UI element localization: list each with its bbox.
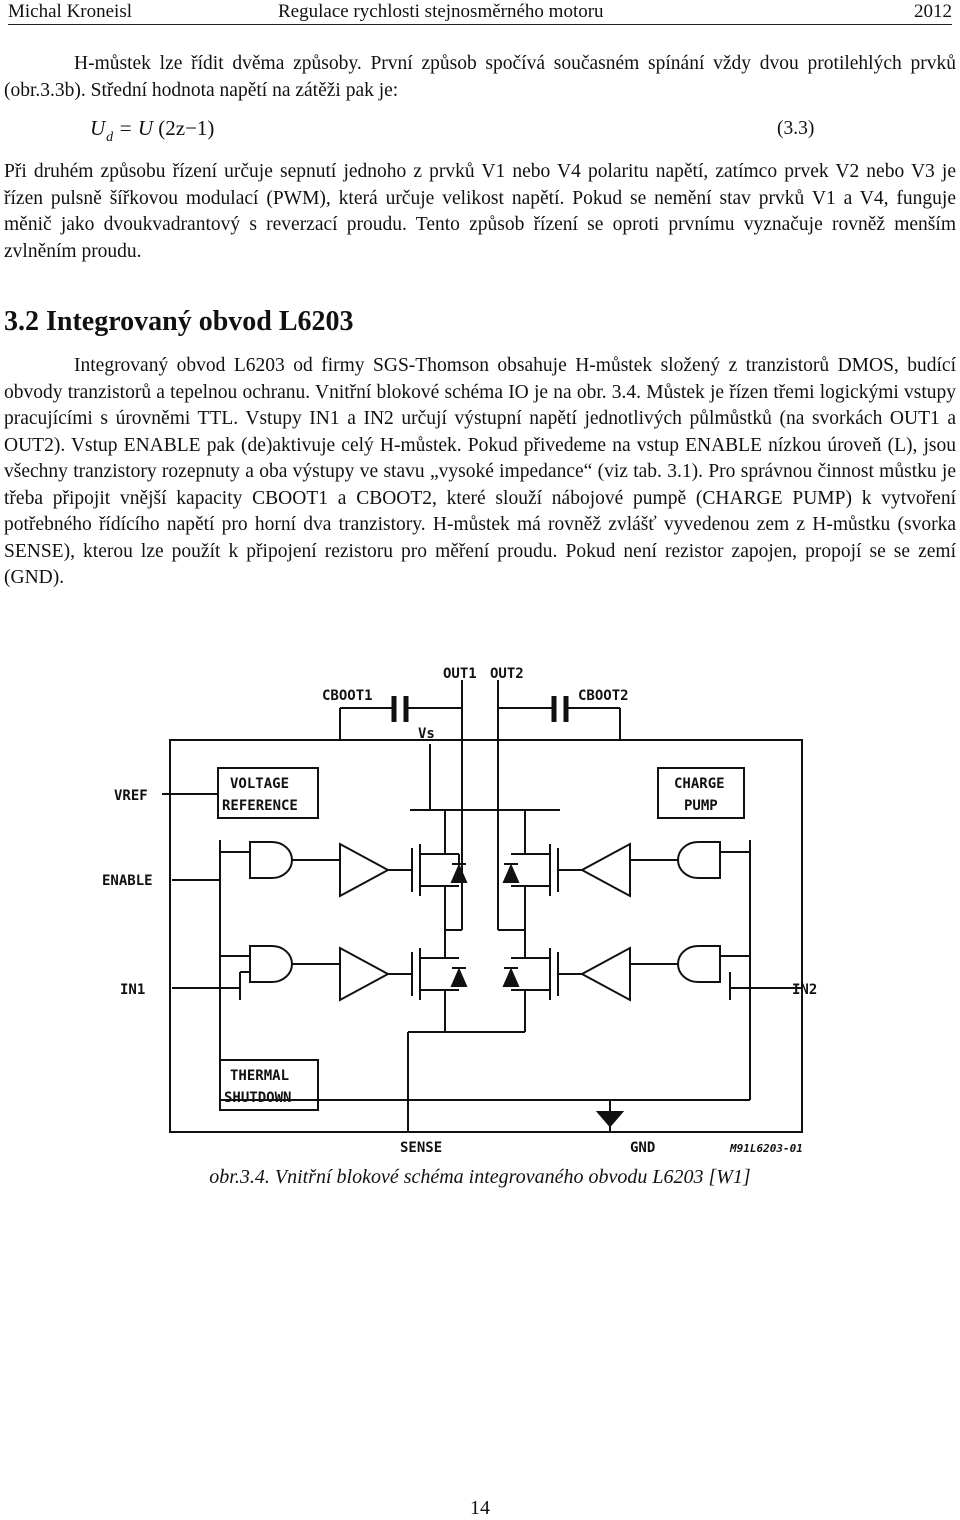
header-title: Regulace rychlosti stejnosměrného motoru [278,1,604,22]
transistor-upper-left [411,810,468,930]
label-gnd: GND [630,1140,655,1156]
label-charge: CHARGE [674,776,725,792]
page-header: Michal Kroneisl Regulace rychlosti stejn… [8,0,952,25]
equation-lhs: U [90,116,106,140]
thermal-shutdown-block [219,1059,319,1111]
label-reference: REFERENCE [222,798,298,814]
paragraph-second-method: Při druhém způsobu řízení určuje sepnutí… [4,161,956,262]
paragraph-l6203: Integrovaný obvod L6203 od firmy SGS-Tho… [4,355,956,588]
label-shutdown: SHUTDOWN [224,1090,291,1106]
label-vs: Vs [418,726,435,742]
transistor-lower-right [502,930,559,1032]
label-vref: VREF [114,788,148,804]
label-sense: SENSE [400,1140,442,1156]
charge-pump-block [657,767,745,819]
buffer-upper-left [339,842,391,898]
label-cboot2: CBOOT2 [578,688,629,704]
header-year: 2012 [914,1,952,22]
equation-rhs-u: = U [118,116,154,140]
and-gate-lower-right [677,945,721,983]
paragraph-intro: H-můstek lze řídit dvěma způsoby. První … [4,53,956,101]
transistor-lower-left [411,930,468,1032]
equation: Ud = U (2z−1) [90,116,214,146]
label-figure-code: M91L6203-01 [729,1142,803,1155]
ground-symbol [595,1111,625,1128]
buffer-lower-right [579,946,631,1002]
header-author: Michal Kroneisl [8,1,133,22]
and-gate-upper-left [249,841,293,879]
label-thermal: THERMAL [230,1068,289,1084]
label-out1: OUT1 [443,666,477,682]
equation-rhs-expr: (2z−1) [158,116,215,140]
label-cboot1: CBOOT1 [322,688,373,704]
label-in1: IN1 [120,982,145,998]
chip-outline [169,739,803,1133]
voltage-reference-block [217,767,319,819]
buffer-upper-right [579,842,631,898]
equation-subscript: d [106,130,114,145]
equation-number: (3.3) [777,118,815,139]
transistor-upper-right [502,810,559,930]
figure-caption: obr.3.4. Vnitřní blokové schéma integrov… [209,1166,751,1188]
section-heading: 3.2 Integrovaný obvod L6203 [4,306,354,337]
page-number: 14 [470,1497,490,1519]
label-out2: OUT2 [490,666,524,682]
label-in2: IN2 [792,982,817,998]
label-pump: PUMP [684,798,718,814]
block-diagram-figure: OUT1 OUT2 CBOOT1 CBOOT2 Vs VREF VOLTAGE … [100,660,850,1160]
buffer-lower-left [339,946,391,1002]
and-gate-upper-right [677,841,721,879]
and-gate-lower-left [249,945,293,983]
label-enable: ENABLE [102,873,153,889]
label-voltage: VOLTAGE [230,776,289,792]
block-diagram: OUT1 OUT2 CBOOT1 CBOOT2 Vs VREF VOLTAGE … [102,666,817,1156]
